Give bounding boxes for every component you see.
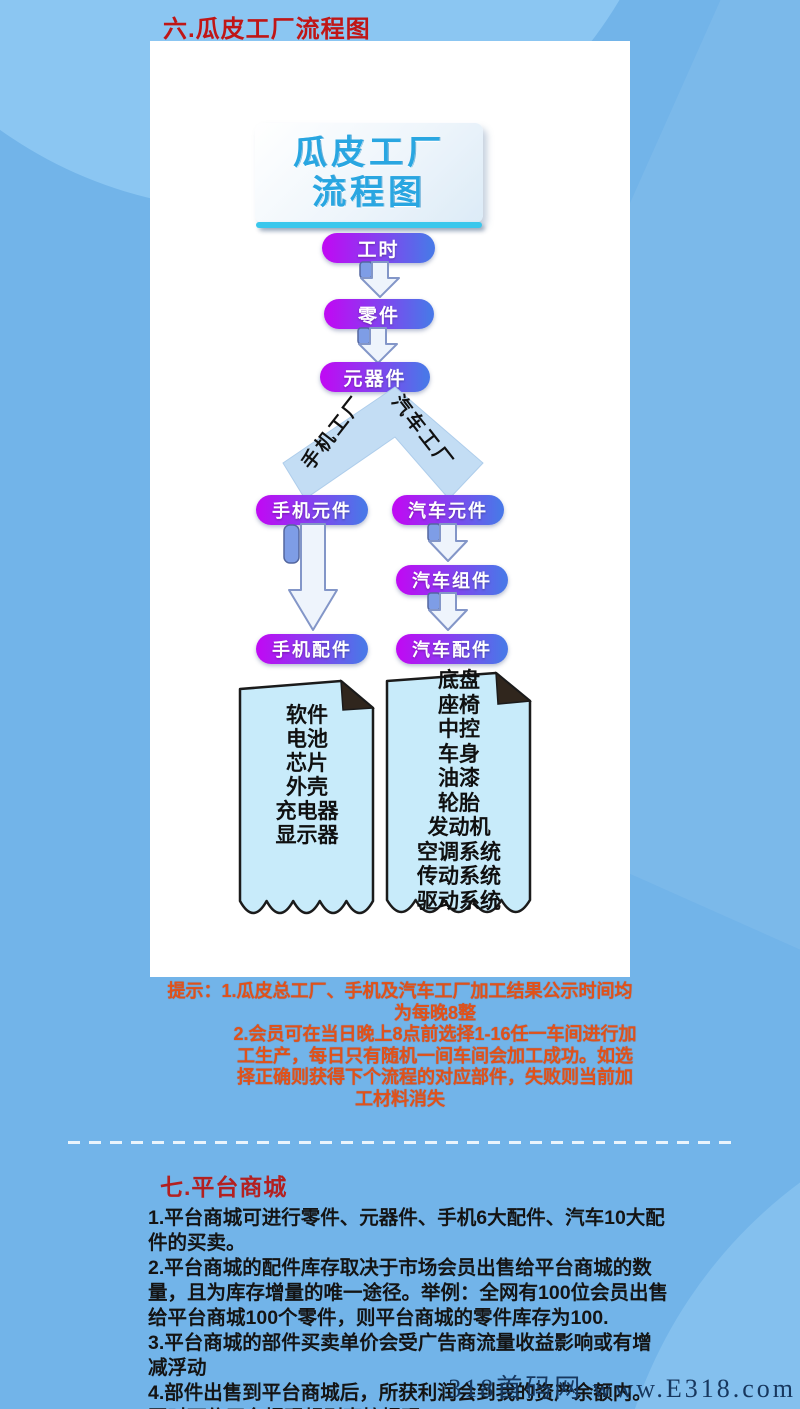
node-parts: 零件 xyxy=(324,299,434,329)
mall-line: 量，且为库存增量的唯一途径。举例：全网有100位会员出售 xyxy=(148,1282,669,1304)
down-arrow-long-icon xyxy=(283,523,338,631)
mall-line: 件的买卖。 xyxy=(148,1232,246,1254)
down-arrow-icon xyxy=(427,523,468,562)
list-item: 驱动系统 xyxy=(417,889,501,913)
mall-line: 给平台商城100个零件，则平台商城的零件库存为100. xyxy=(148,1307,609,1329)
tip-line: 工生产，每日只有随机一间车间会加工成功。如选 xyxy=(237,1045,633,1066)
list-item: 底盘 xyxy=(438,669,480,692)
mall-line: 4.部件出售到平台商城后，所获利润会到我的资产余额内。 xyxy=(148,1382,652,1404)
section6-title: 六.瓜皮工厂流程图 xyxy=(163,16,371,43)
down-arrow-icon xyxy=(359,261,400,298)
list-item: 空调系统 xyxy=(417,840,501,864)
node-components: 元器件 xyxy=(320,362,430,392)
tip-line: 为每晚8整 xyxy=(393,1002,476,1023)
flowchart-title-line2: 流程图 xyxy=(312,174,426,212)
node-car-accessories: 汽车配件 xyxy=(396,634,508,664)
flowchart-title-underline xyxy=(256,222,482,228)
list-item: 外壳 xyxy=(286,776,328,799)
list-item: 中控 xyxy=(438,718,480,741)
phone-accessory-list: 软件 电池 芯片 外壳 充电器 显示器 xyxy=(247,704,367,848)
node-phone-elements: 手机元件 xyxy=(256,495,368,525)
list-item: 电池 xyxy=(286,728,328,751)
tip-line: 2.会员可在当日晚上8点前选择1-16任一车间进行加 xyxy=(233,1024,637,1044)
node-phone-accessories: 手机配件 xyxy=(256,634,368,664)
flowchart-title-line1: 瓜皮工厂 xyxy=(293,134,445,172)
list-item: 座椅 xyxy=(438,693,480,717)
down-arrow-icon xyxy=(357,327,398,364)
node-car-elements: 汽车元件 xyxy=(392,495,504,525)
mall-text: 1.平台商城可进行零件、元器件、手机6大配件、汽车10大配 件的买卖。 2.平台… xyxy=(148,1206,678,1409)
list-item: 发动机 xyxy=(427,816,491,839)
list-item: 充电器 xyxy=(275,800,339,823)
mall-line: 3.平台商城的部件买卖单价会受广告商流量收益影响或有增 xyxy=(148,1332,652,1354)
flowchart-title-box: 瓜皮工厂 流程图 xyxy=(255,123,483,223)
down-arrow-icon xyxy=(427,592,468,631)
tip-line: 择正确则获得下个流程的对应部件，失败则当前加 xyxy=(237,1067,633,1087)
tip-line: 工材料消失 xyxy=(355,1088,445,1109)
mall-line: 1.平台商城可进行零件、元器件、手机6大配件、汽车10大配 xyxy=(148,1207,665,1229)
node-car-assemblies: 汽车组件 xyxy=(396,565,508,595)
tip-line: 提示：1.瓜皮总工厂、手机及汽车工厂加工结果公示时间均 xyxy=(167,981,633,1001)
branch-chevron-shape xyxy=(282,386,484,500)
car-accessory-scroll xyxy=(385,671,532,914)
list-item: 芯片 xyxy=(286,752,328,775)
dashed-divider xyxy=(68,1141,736,1144)
list-item: 油漆 xyxy=(438,767,480,790)
mall-line: 2.平台商城的配件库存取决于市场会员出售给平台商城的数 xyxy=(148,1257,652,1279)
car-accessory-list: 底盘 座椅 中控 车身 油漆 轮胎 发动机 空调系统 传动系统 驱动系统 xyxy=(389,669,529,914)
section7-title: 七.平台商城 xyxy=(160,1174,288,1200)
list-item: 显示器 xyxy=(275,824,339,847)
watermark: 318首码网 www.E318.com xyxy=(448,1374,796,1403)
list-item: 传动系统 xyxy=(417,865,501,888)
mall-line: 同时可依平台提现规则直接提现 xyxy=(148,1406,678,1409)
node-work-hours: 工时 xyxy=(322,233,435,263)
tip-text: 提示：1.瓜皮总工厂、手机及汽车工厂加工结果公示时间均 为每晚8整 2.会员可在… xyxy=(140,981,660,1110)
list-item: 轮胎 xyxy=(438,791,480,815)
phone-accessory-scroll xyxy=(238,679,375,915)
list-item: 软件 xyxy=(286,704,328,727)
list-item: 车身 xyxy=(438,742,480,766)
mall-line: 减浮动 xyxy=(148,1357,207,1379)
